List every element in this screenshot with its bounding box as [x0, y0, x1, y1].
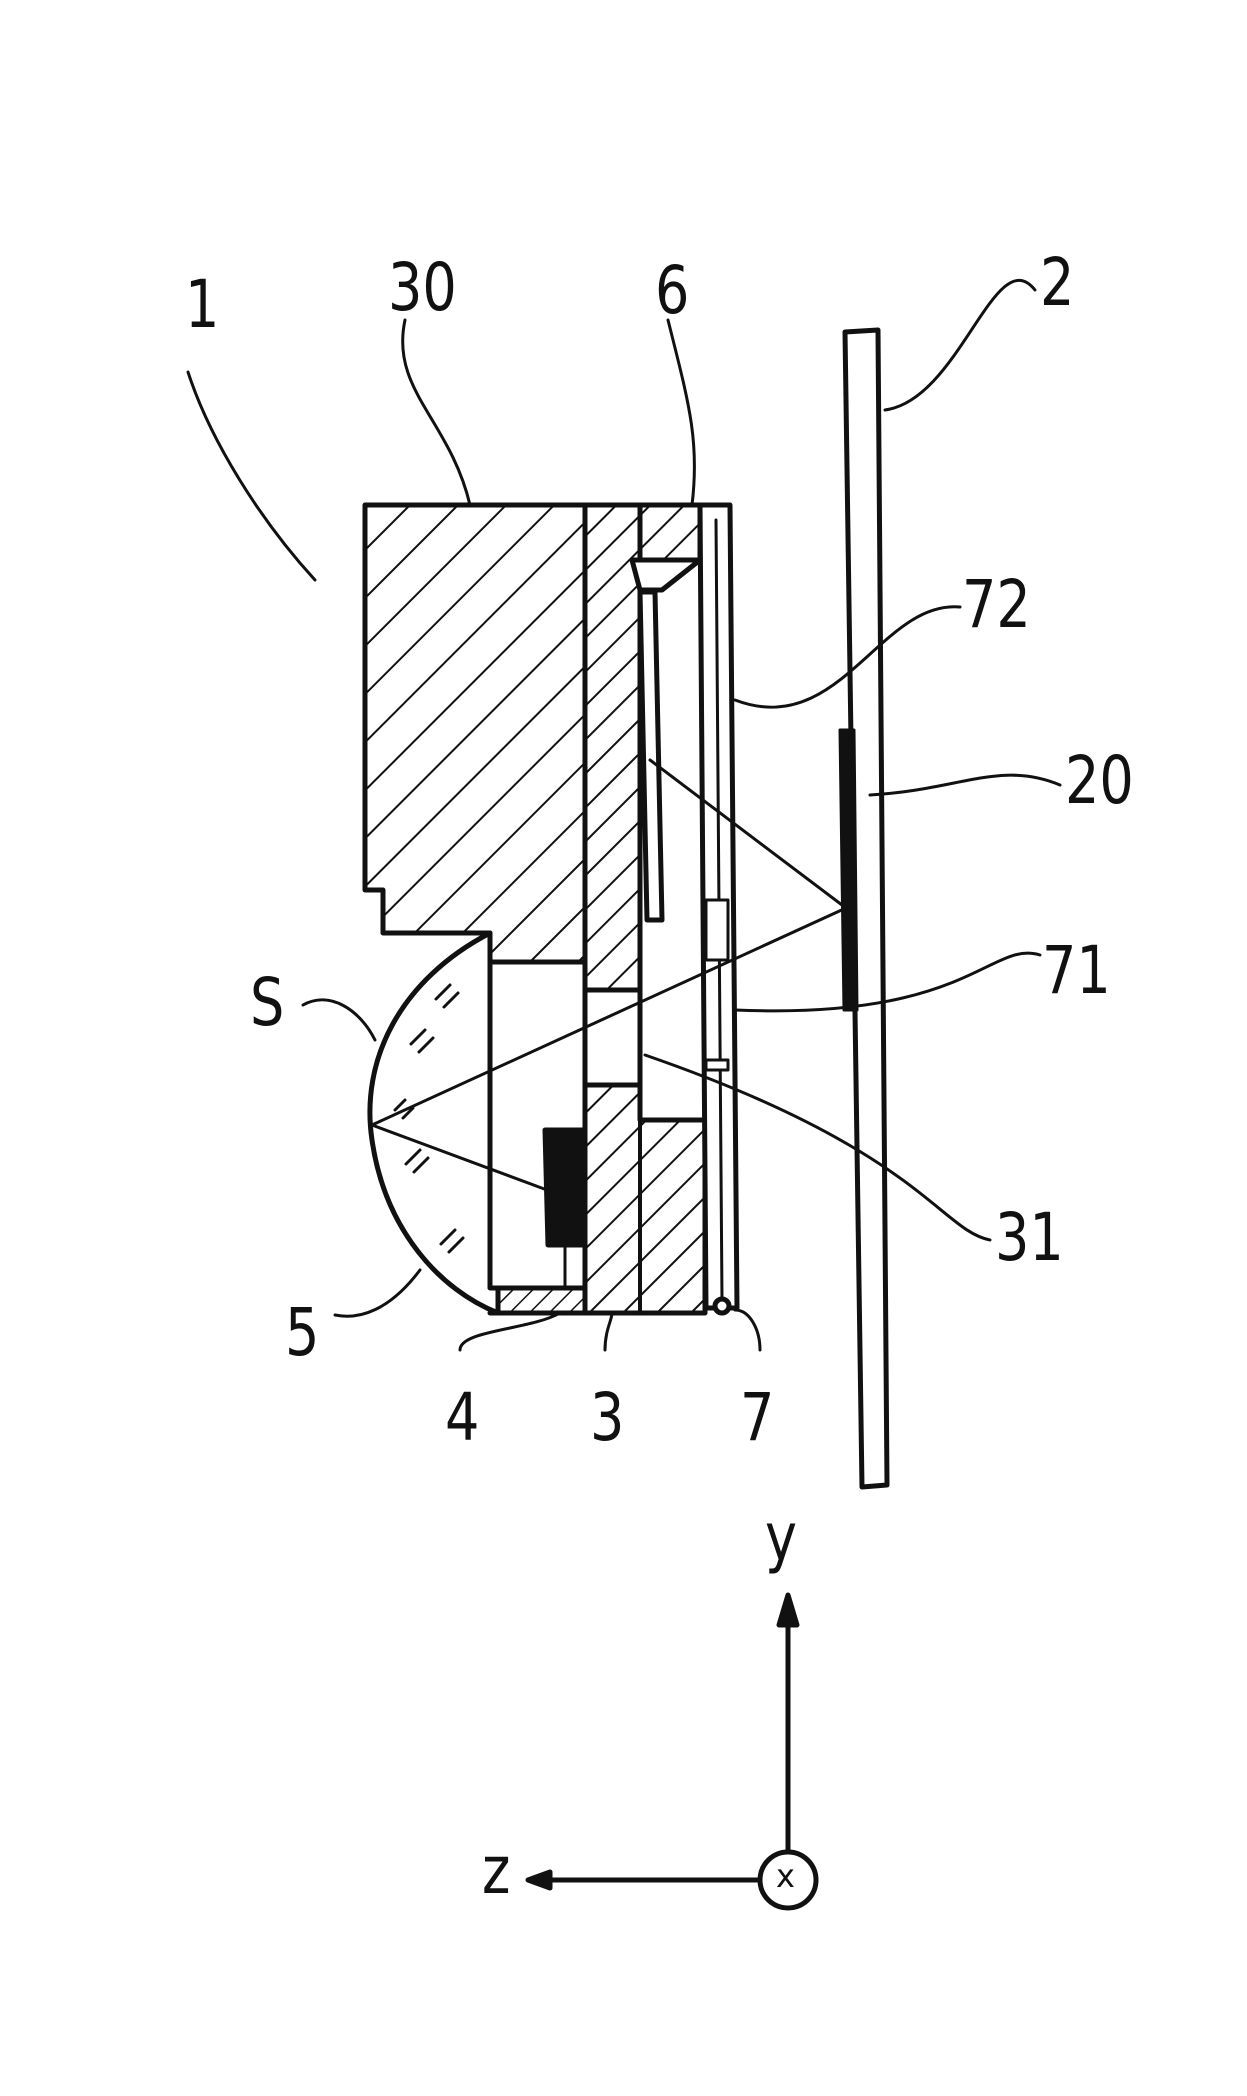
window-segment-b: [706, 1060, 728, 1070]
label-structure-20: 20: [1065, 748, 1134, 814]
axis-label-z: z: [482, 1838, 510, 1904]
window-segment-a: [706, 900, 728, 960]
label-device-1: 1: [185, 272, 219, 338]
label-carrier-2: 2: [1040, 250, 1074, 316]
z-axis-arrow: [528, 1872, 550, 1888]
axis-label-y: y: [765, 1505, 797, 1571]
label-surface-s: S: [250, 970, 284, 1036]
opening-31: [585, 990, 640, 1085]
label-mirror-6: 6: [655, 258, 689, 324]
label-window-7: 7: [740, 1385, 774, 1451]
label-opening-31: 31: [995, 1205, 1064, 1271]
housing-top-cap: [640, 505, 700, 560]
housing-upper: [585, 505, 640, 990]
housing-lower: [585, 1085, 705, 1313]
label-housing-3: 3: [590, 1385, 624, 1451]
structure-strip: [840, 730, 857, 1010]
lens-dome: [370, 933, 498, 1313]
label-emitter-4: 4: [445, 1385, 479, 1451]
emitter-chip: [545, 1130, 585, 1245]
axis-label-x: x: [776, 1860, 795, 1892]
window-end: [715, 1299, 729, 1313]
mirror-6: [632, 560, 700, 590]
block-30: [365, 505, 585, 962]
label-window-part-72: 72: [962, 572, 1031, 638]
label-block-30: 30: [388, 255, 457, 321]
y-axis-arrow: [779, 1595, 797, 1625]
mirror-blade: [640, 592, 662, 920]
emitter-base: [498, 1288, 585, 1313]
label-window-part-71: 71: [1042, 938, 1111, 1004]
label-lens-5: 5: [285, 1300, 319, 1366]
